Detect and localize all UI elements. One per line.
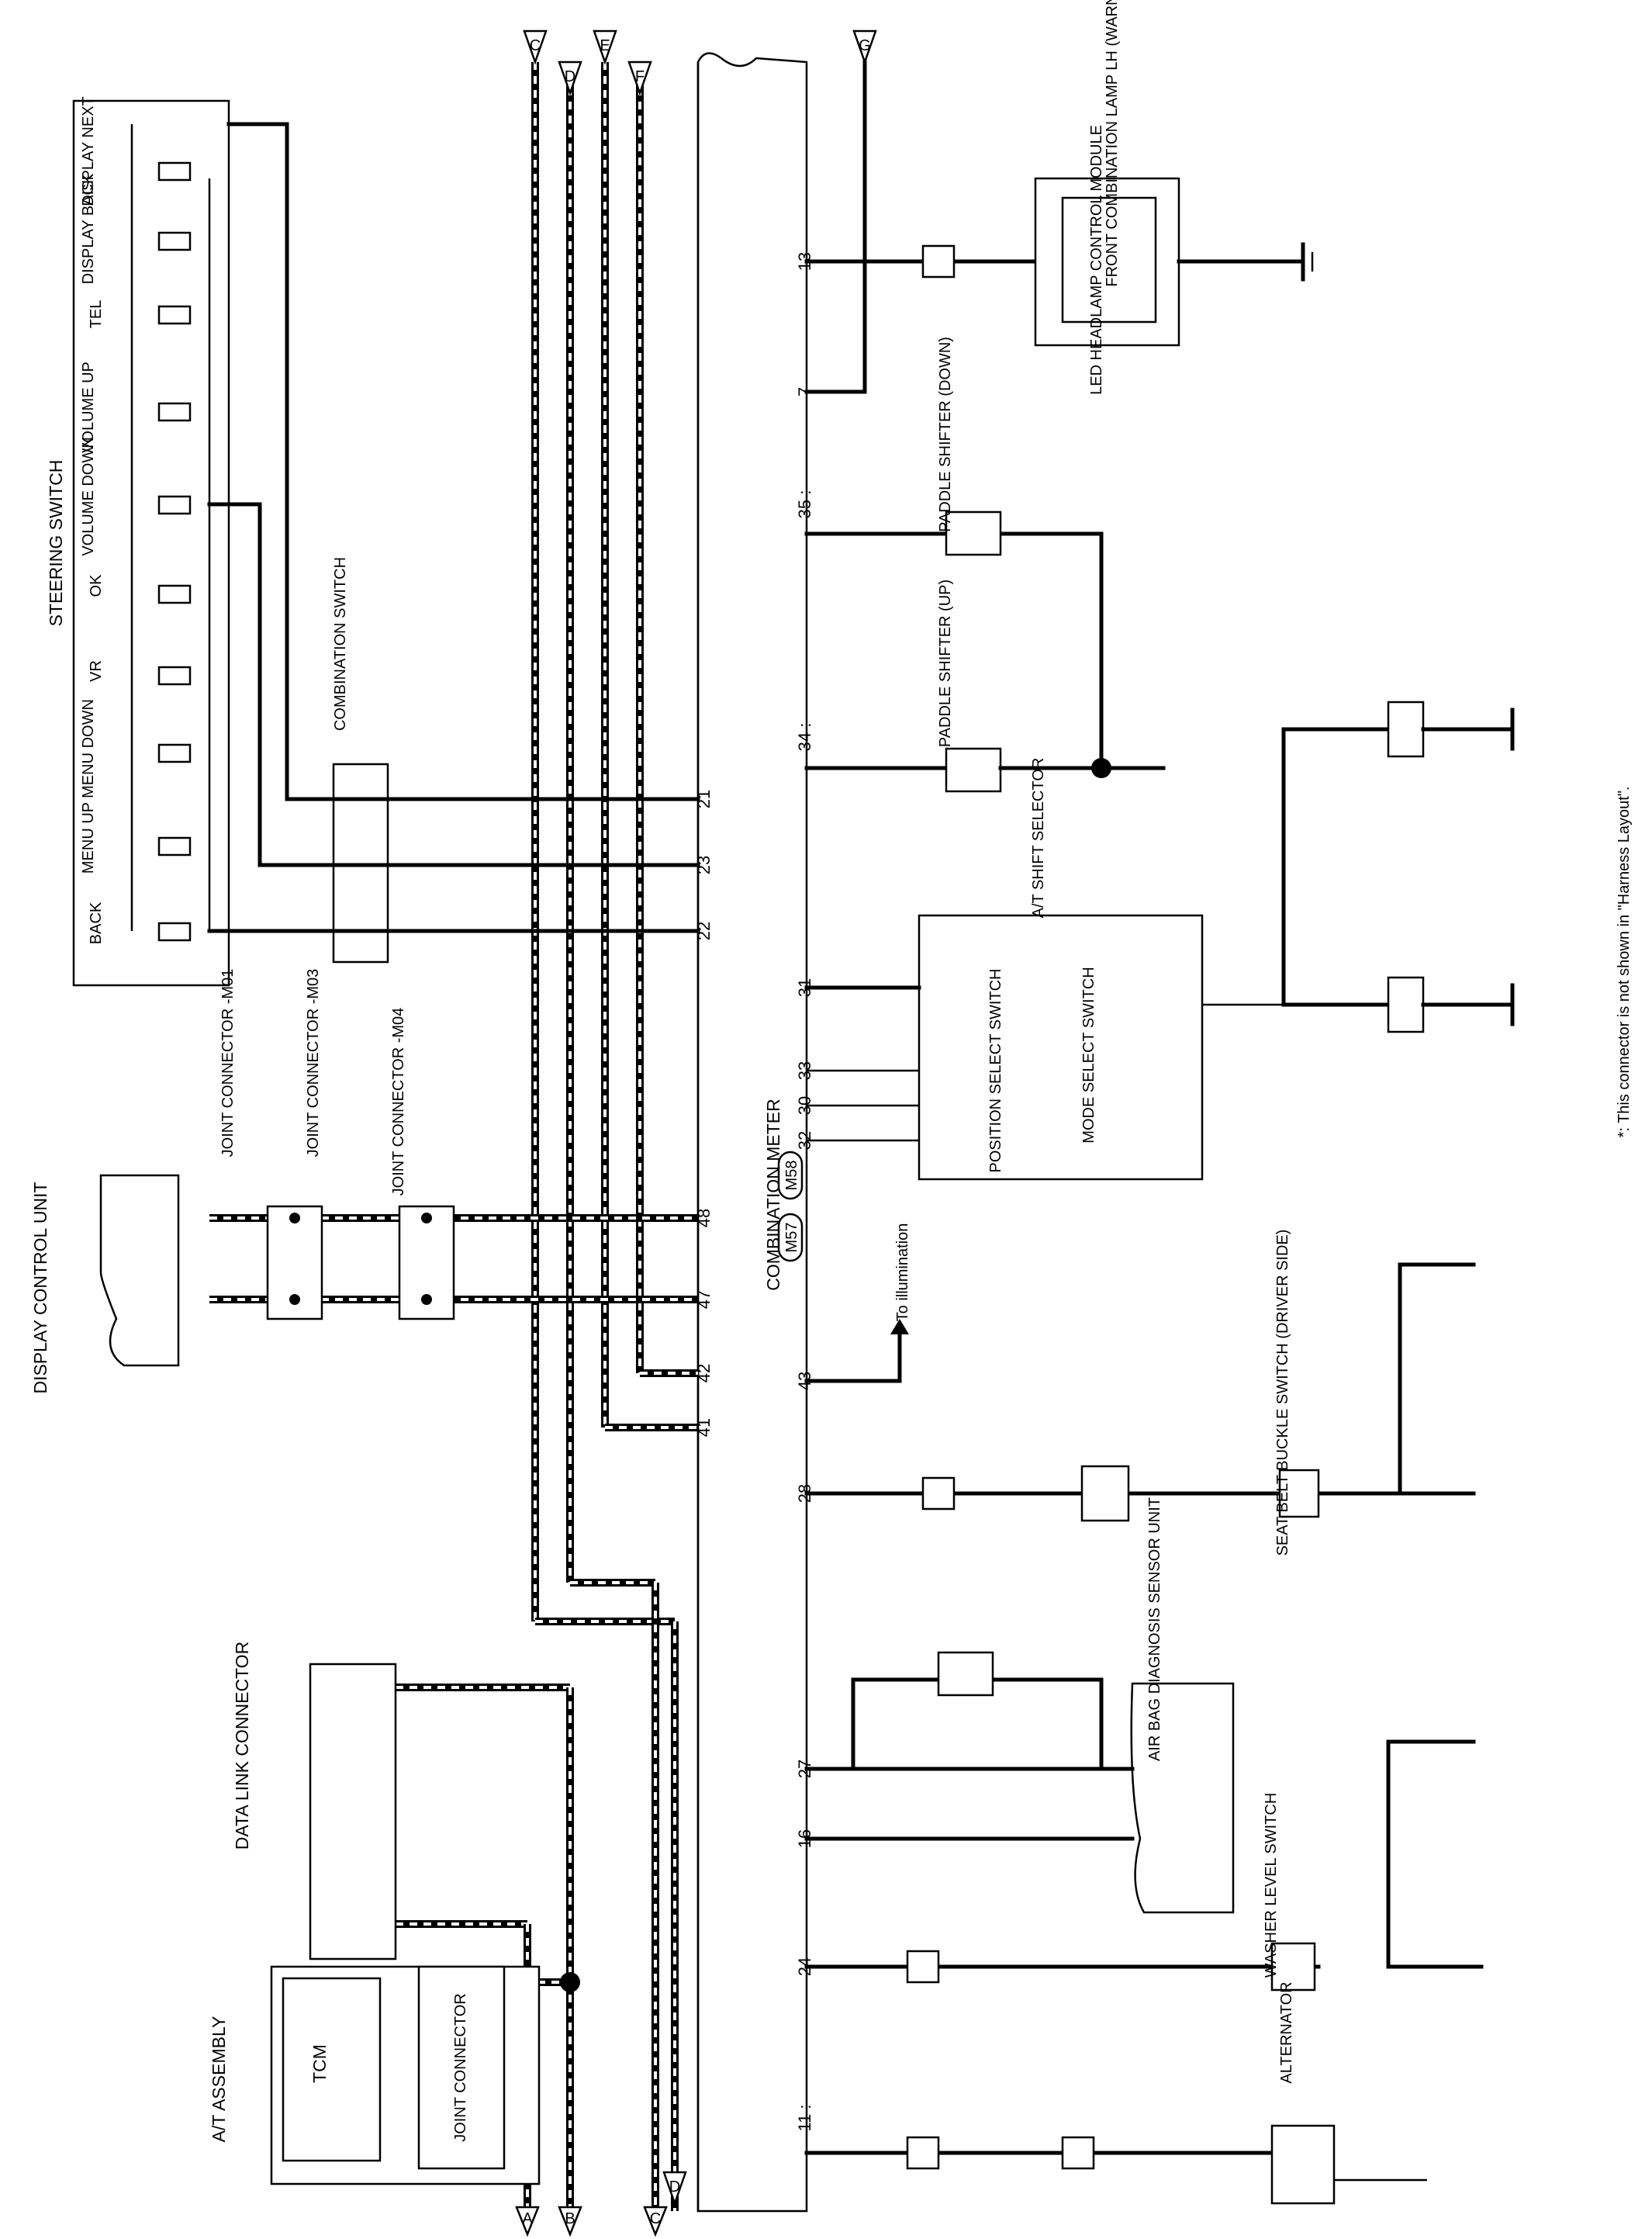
svg-text:VR: VR: [88, 660, 105, 682]
steering-switch-box: [72, 99, 230, 987]
data-link-connector-box: [309, 1663, 397, 1960]
svg-text:42: 42: [694, 1364, 714, 1383]
paddle-shifter-down: [945, 510, 1002, 556]
svg-text:34 :: 34 :: [795, 723, 814, 752]
jc-labels: JOINT CONNECTOR -M01 JOINT CONNECTOR -M0…: [219, 969, 407, 1196]
bus-end-arrows: C D E F A B C D: [515, 29, 687, 2237]
svg-text:32: 32: [795, 1131, 814, 1150]
svg-text:MENU DOWN: MENU DOWN: [80, 699, 97, 798]
alternator-box: [1270, 2124, 1336, 2205]
joint-connector-m01-lower: [937, 1651, 994, 1697]
svg-text:B: B: [565, 2210, 575, 2227]
meter-pins-bus: 48 47 42 41: [694, 1209, 714, 1437]
display-control-unit-box: [99, 1174, 180, 1367]
airbag-label: AIR BAG DIAGNOSIS SENSOR UNIT: [1146, 1497, 1163, 1761]
svg-text:JOINT CONNECTOR -M03: JOINT CONNECTOR -M03: [305, 969, 322, 1158]
position-select-label: POSITION SELECT SWITCH: [987, 969, 1004, 1173]
tcm-box: [282, 1977, 382, 2162]
mode-select-label: MODE SELECT SWITCH: [1080, 967, 1097, 1143]
svg-text:JOINT CONNECTOR -M01: JOINT CONNECTOR -M01: [219, 969, 237, 1158]
meter-pins-right: 13 7 35 : 34 : 31 33 30 32 43 28 27 16 2…: [795, 252, 814, 2132]
airbag-unit-box: [1130, 1682, 1235, 1914]
svg-text:23: 23: [694, 856, 714, 874]
steering-switch-contacts: [130, 124, 211, 942]
combination-meter-body: [696, 52, 808, 2213]
meter-pins-steering: 21 23 22: [694, 790, 714, 940]
svg-text:22: 22: [694, 922, 714, 940]
combination-meter-label: COMBINATION METER: [763, 1099, 783, 1290]
led-headlamp-module-box: [1061, 196, 1157, 324]
svg-text:F: F: [635, 68, 645, 85]
svg-text:48: 48: [694, 1209, 714, 1227]
washer-label: WASHER LEVEL SWITCH: [1263, 1793, 1280, 1978]
svg-text:24: 24: [795, 1957, 814, 1976]
steering-switch-label: STEERING SWITCH: [46, 460, 66, 627]
svg-text:A: A: [522, 2210, 533, 2227]
svg-text:D: D: [669, 2178, 680, 2196]
svg-text:27: 27: [795, 1760, 814, 1778]
paddle-shifter-up: [945, 747, 1002, 793]
alternator-label: ALTERNATOR: [1278, 1981, 1295, 2083]
svg-text:47: 47: [694, 1290, 714, 1309]
svg-text:BACK: BACK: [88, 901, 105, 944]
svg-text:VOLUME UP: VOLUME UP: [80, 362, 97, 453]
svg-text:DISPLAY NEXT: DISPLAY NEXT: [80, 96, 97, 206]
svg-text:35 :: 35 :: [795, 490, 814, 519]
svg-text:C: C: [530, 37, 541, 54]
steering-switch-names: DISPLAY NEXT DISPLAY BACK TEL VOLUME UP …: [80, 96, 105, 944]
svg-text:33: 33: [795, 1061, 814, 1080]
svg-text:41: 41: [694, 1418, 714, 1437]
svg-text:VOLUME DOWN: VOLUME DOWN: [80, 437, 97, 555]
wire-7: [804, 60, 867, 394]
data-link-connector-label: DATA LINK CONNECTOR: [232, 1642, 252, 1850]
svg-text:M57: M57: [783, 1223, 800, 1253]
svg-text:DISPLAY BACK: DISPLAY BACK: [80, 173, 97, 284]
svg-text:7: 7: [795, 387, 814, 396]
svg-text:30: 30: [795, 1096, 814, 1115]
tag-g: G: [859, 37, 871, 54]
svg-text:MENU UP: MENU UP: [80, 802, 97, 874]
at-shift-selector-label: A/T SHIFT SELECTOR: [1030, 758, 1047, 919]
svg-text:11 :: 11 :: [795, 2104, 814, 2131]
steering-to-meter-wires: [207, 122, 700, 933]
svg-text:43: 43: [795, 1372, 814, 1390]
at-assembly-label: A/T ASSEMBLY: [209, 2016, 229, 2143]
display-control-unit-label: DISPLAY CONTROL UNIT: [30, 1182, 50, 1393]
svg-text:28: 28: [795, 1484, 814, 1503]
svg-text:OK: OK: [88, 574, 105, 597]
ground-e134: [1301, 242, 1314, 282]
combination-switch-label: COMBINATION SWITCH: [332, 557, 349, 731]
combination-meter-pills: M57 M58: [777, 1151, 804, 1262]
svg-text:31: 31: [795, 978, 814, 997]
front-combination-lamp-label: FRONT COMBINATION LAMP LH (WARNING): [1104, 0, 1121, 287]
paddle-down-label: PADDLE SHIFTER (DOWN): [937, 337, 954, 532]
led-headlamp-module-label: LED HEADLAMP CONTROL MODULE: [1088, 125, 1105, 395]
seat-belt-label: SEAT BELT BUCKLE SWITCH (DRIVER SIDE): [1274, 1230, 1291, 1556]
paddle-up-label: PADDLE SHIFTER (UP): [937, 580, 954, 747]
svg-text:D: D: [565, 68, 575, 85]
svg-text:13: 13: [795, 252, 814, 271]
svg-text:C: C: [650, 2210, 661, 2227]
svg-text:JOINT CONNECTOR -M04: JOINT CONNECTOR -M04: [390, 1008, 407, 1196]
svg-text:16: 16: [795, 1829, 814, 1848]
svg-text:M58: M58: [783, 1161, 800, 1191]
to-illumination-label: To illumination: [894, 1223, 911, 1322]
svg-text:TEL: TEL: [88, 300, 105, 329]
at-joint-connector-box: [417, 1965, 506, 2170]
splice-b: [560, 1972, 580, 1992]
footnote: *: This connector is not shown in "Harne…: [1616, 787, 1633, 1138]
svg-text:21: 21: [694, 790, 714, 808]
at-shift-selector-box: [918, 914, 1204, 1181]
tcm-label: TCM: [309, 2044, 330, 2083]
svg-text:E: E: [600, 37, 610, 54]
at-joint-connector-label: JOINT CONNECTOR: [452, 1993, 469, 2142]
